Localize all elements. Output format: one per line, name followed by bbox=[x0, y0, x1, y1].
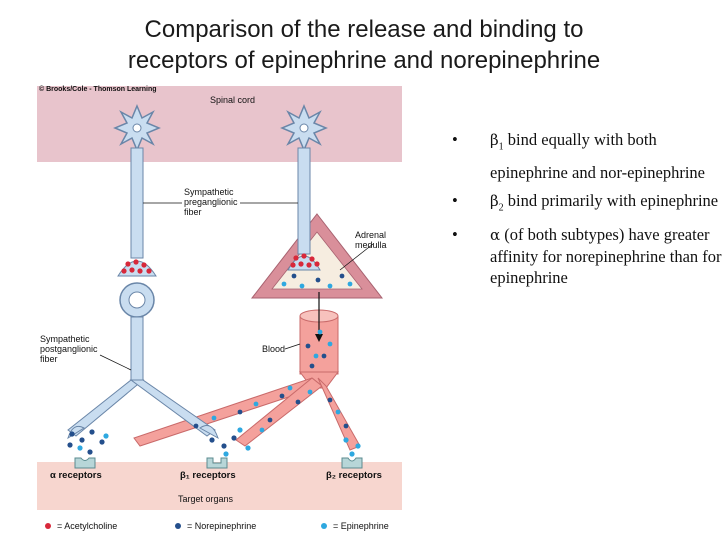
spinal-cord-band bbox=[37, 86, 402, 162]
bullet-alpha: α (of both subtypes) have greater affini… bbox=[452, 224, 722, 288]
beta1-subscript: 1 bbox=[498, 141, 504, 153]
legend-epinephrine-label: = Epinephrine bbox=[333, 521, 389, 531]
blood-vessel bbox=[133, 315, 361, 451]
bullet-beta1: β1 bind equally with both epinephrine an… bbox=[452, 127, 722, 186]
beta2-symbol: β bbox=[490, 192, 499, 211]
beta2-text: bind primarily with epinephrine bbox=[503, 191, 719, 211]
bullet-list: β1 bind equally with both epinephrine an… bbox=[452, 127, 722, 288]
legend-epinephrine-dot bbox=[321, 523, 327, 529]
bullet-beta2: β2 bind primarily with epinephrine bbox=[452, 188, 722, 221]
target-organs-band bbox=[37, 462, 402, 510]
adrenal-medulla-label: Adrenal medulla bbox=[355, 230, 389, 250]
beta2-subscript: 2 bbox=[498, 202, 504, 214]
spinal-cord-label: Spinal cord bbox=[210, 95, 255, 105]
legend: = Acetylcholine = Norepinephrine = Epine… bbox=[45, 521, 389, 531]
target-organs-label: Target organs bbox=[178, 494, 234, 504]
preganglionic-axon-left bbox=[130, 147, 144, 259]
release-arrowhead bbox=[315, 334, 323, 342]
preganglionic-label: Sympathetic preganglionic fiber bbox=[184, 187, 240, 217]
beta2-receptors-label: β₂ receptors bbox=[326, 470, 382, 481]
norepinephrine-dots bbox=[67, 273, 349, 455]
copyright-text: © Brooks/Cole - Thomson Learning bbox=[39, 85, 157, 93]
postganglionic-nucleus-left bbox=[128, 291, 146, 309]
title-line-1: Comparison of the release and binding to bbox=[144, 16, 584, 43]
beta1-symbol: β bbox=[490, 131, 499, 149]
slide-title: Comparison of the release and binding to… bbox=[0, 14, 728, 76]
legend-norepinephrine-dot bbox=[175, 523, 181, 529]
alpha-text: (of both subtypes) have greater affinity… bbox=[490, 224, 722, 287]
alpha-receptor-shape bbox=[74, 457, 96, 469]
beta1-receptor-shape bbox=[206, 457, 228, 469]
postganglionic-branch-right bbox=[129, 379, 216, 437]
title-line-2: receptors of epinephrine and norepinephr… bbox=[127, 47, 601, 74]
acetylcholine-dots bbox=[121, 253, 320, 274]
alpha-symbol: α bbox=[490, 225, 501, 244]
legend-norepinephrine-label: = Norepinephrine bbox=[187, 521, 256, 531]
preganglionic-cell-body-left bbox=[114, 105, 160, 151]
preganglionic-axon-right bbox=[297, 147, 311, 255]
legend-acetylcholine-label: = Acetylcholine bbox=[57, 521, 117, 531]
adrenal-leader-line bbox=[339, 243, 374, 271]
legend-acetylcholine-dot bbox=[45, 523, 51, 529]
postganglionic-label: Sympathetic postganglionic fiber bbox=[40, 334, 100, 364]
postganglionic-leader bbox=[99, 354, 132, 371]
preganglionic-cell-body-right bbox=[281, 105, 327, 151]
alpha-receptors-label: α receptors bbox=[50, 470, 102, 481]
postganglionic-axon-left bbox=[130, 316, 144, 386]
epinephrine-dots bbox=[77, 281, 361, 457]
blood-leader bbox=[284, 343, 301, 350]
nerve-terminal-beta1 bbox=[199, 425, 219, 440]
blood-label: Blood bbox=[262, 344, 285, 354]
beta2-receptor-shape bbox=[341, 457, 363, 469]
beta1-receptors-label: β₁ receptors bbox=[180, 470, 236, 481]
beta1-text: bind equally with both epinephrine and n… bbox=[490, 130, 705, 183]
